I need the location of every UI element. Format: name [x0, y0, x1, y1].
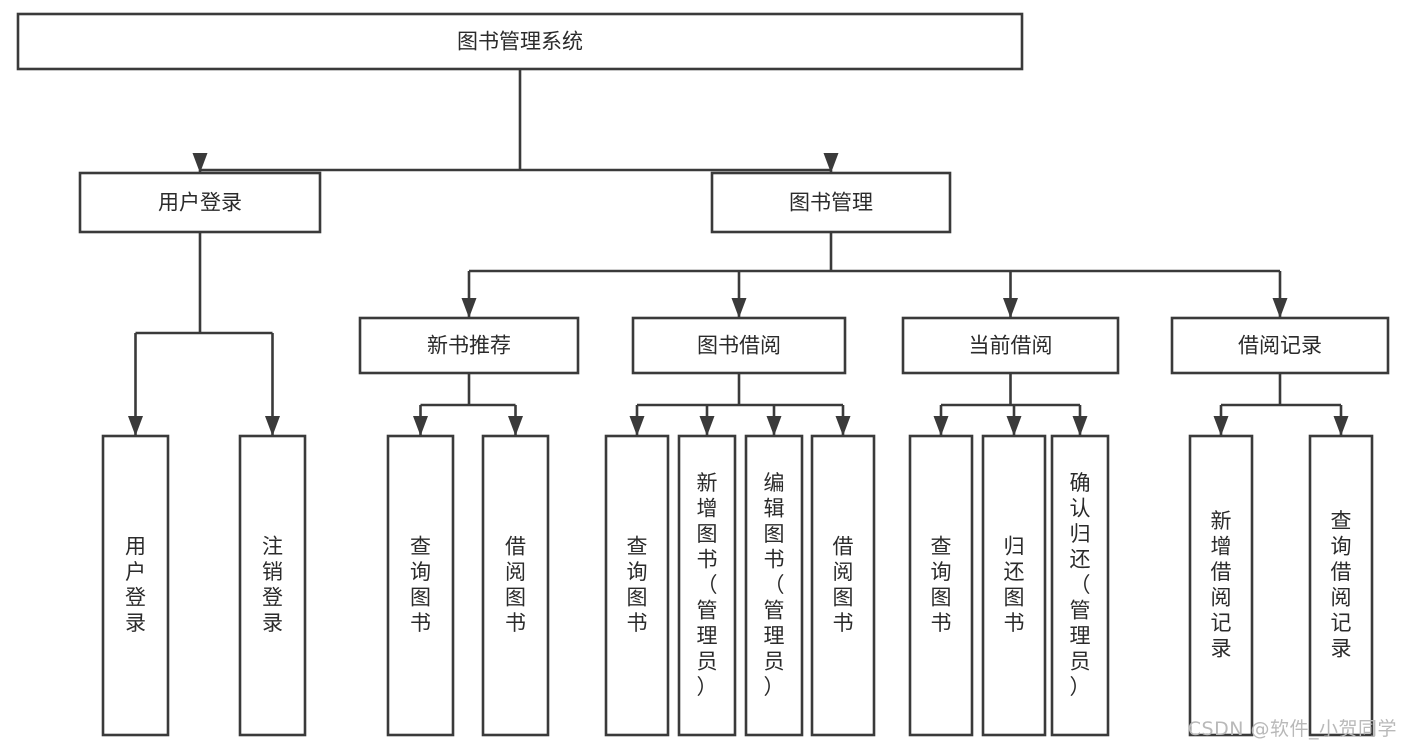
node-leaf-borrow-book[interactable]: 借阅图书 [810, 434, 876, 737]
node-label-root: 图书管理系统 [457, 30, 583, 54]
node-label-leaf-query-book-current: 查询图书 [931, 535, 952, 636]
node-box-leaf-logout[interactable] [238, 434, 307, 737]
node-leaf-edit-book[interactable]: 编辑图书（管理员） [744, 434, 804, 737]
node-label-leaf-add-book: 新增图书（管理员） [697, 471, 718, 699]
node-leaf-add-borrow-record[interactable]: 新增借阅记录 [1188, 434, 1254, 737]
node-label-leaf-borrow-book-recommend: 借阅图书 [505, 535, 526, 636]
node-label-leaf-logout: 注销登录 [262, 535, 283, 636]
node-box-leaf-add-borrow-record[interactable] [1188, 434, 1254, 737]
node-label-leaf-borrow-book: 借阅图书 [833, 535, 854, 636]
node-label-user-login: 用户登录 [158, 191, 242, 215]
connector-lines-group [128, 69, 1349, 436]
node-label-book-borrow: 图书借阅 [697, 334, 781, 358]
arrow-head-icon [1006, 416, 1022, 436]
node-user-login[interactable]: 用户登录 [78, 171, 322, 234]
node-leaf-user-login[interactable]: 用户登录 [101, 434, 170, 737]
node-box-borrow-record[interactable] [1170, 316, 1390, 375]
node-leaf-query-borrow-record[interactable]: 查询借阅记录 [1308, 434, 1374, 737]
node-box-leaf-edit-book[interactable] [744, 434, 804, 737]
arrow-head-icon [461, 298, 477, 318]
node-label-borrow-record: 借阅记录 [1238, 334, 1322, 358]
node-boxes-group: 图书管理系统用户登录图书管理新书推荐图书借阅当前借阅借阅记录用户登录注销登录查询… [16, 12, 1390, 737]
arrow-head-icon [731, 298, 747, 318]
arrow-head-icon [766, 416, 782, 436]
arrow-head-icon [508, 416, 523, 436]
node-book-borrow[interactable]: 图书借阅 [631, 316, 847, 375]
node-book-manage[interactable]: 图书管理 [710, 171, 952, 234]
arrow-head-icon [1072, 416, 1088, 436]
node-label-current-borrow: 当前借阅 [969, 334, 1053, 358]
node-box-leaf-borrow-book[interactable] [810, 434, 876, 737]
arrow-head-icon [192, 153, 208, 173]
node-box-user-login[interactable] [78, 171, 322, 234]
node-label-leaf-confirm-return: 确认归还（管理员） [1070, 471, 1091, 699]
node-leaf-borrow-book-recommend[interactable]: 借阅图书 [481, 434, 550, 737]
arrow-head-icon [629, 416, 645, 436]
node-box-leaf-add-book[interactable] [677, 434, 737, 737]
node-label-leaf-user-login: 用户登录 [125, 535, 146, 636]
node-box-book-borrow[interactable] [631, 316, 847, 375]
node-label-leaf-query-book-borrow: 查询图书 [627, 535, 648, 636]
node-label-leaf-return-book: 归还图书 [1004, 535, 1025, 636]
node-leaf-logout[interactable]: 注销登录 [238, 434, 307, 737]
arrow-head-icon [933, 416, 949, 436]
node-box-leaf-borrow-book-recommend[interactable] [481, 434, 550, 737]
node-box-leaf-return-book[interactable] [981, 434, 1047, 737]
node-leaf-query-book-recommend[interactable]: 查询图书 [386, 434, 455, 737]
node-box-leaf-confirm-return[interactable] [1050, 434, 1110, 737]
node-label-leaf-query-book-recommend: 查询图书 [410, 535, 431, 636]
arrow-head-icon [823, 153, 839, 173]
node-box-leaf-query-book-current[interactable] [908, 434, 974, 737]
arrow-head-icon [128, 416, 143, 436]
node-leaf-query-book-current[interactable]: 查询图书 [908, 434, 974, 737]
node-leaf-query-book-borrow[interactable]: 查询图书 [604, 434, 670, 737]
node-leaf-return-book[interactable]: 归还图书 [981, 434, 1047, 737]
node-borrow-record[interactable]: 借阅记录 [1170, 316, 1390, 375]
arrow-head-icon [1003, 298, 1018, 318]
node-label-leaf-add-borrow-record: 新增借阅记录 [1211, 509, 1232, 661]
node-current-borrow[interactable]: 当前借阅 [901, 316, 1120, 375]
node-box-leaf-query-borrow-record[interactable] [1308, 434, 1374, 737]
node-box-current-borrow[interactable] [901, 316, 1120, 375]
node-label-leaf-query-borrow-record: 查询借阅记录 [1331, 509, 1352, 661]
arrow-head-icon [1333, 416, 1349, 436]
node-root[interactable]: 图书管理系统 [16, 12, 1024, 71]
node-label-leaf-edit-book: 编辑图书（管理员） [764, 471, 785, 699]
arrow-head-icon [265, 416, 280, 436]
arrow-head-icon [1213, 416, 1229, 436]
arrow-head-icon [413, 416, 428, 436]
node-box-book-manage[interactable] [710, 171, 952, 234]
node-leaf-add-book[interactable]: 新增图书（管理员） [677, 434, 737, 737]
arrow-head-icon [699, 416, 715, 436]
node-box-leaf-user-login[interactable] [101, 434, 170, 737]
node-box-leaf-query-book-borrow[interactable] [604, 434, 670, 737]
node-box-root[interactable] [16, 12, 1024, 71]
node-leaf-confirm-return[interactable]: 确认归还（管理员） [1050, 434, 1110, 737]
node-box-new-book-recommend[interactable] [358, 316, 580, 375]
node-label-new-book-recommend: 新书推荐 [427, 334, 511, 358]
node-label-book-manage: 图书管理 [789, 191, 873, 215]
node-box-leaf-query-book-recommend[interactable] [386, 434, 455, 737]
arrow-head-icon [835, 416, 851, 436]
node-new-book-recommend[interactable]: 新书推荐 [358, 316, 580, 375]
arrow-head-icon [1272, 298, 1288, 318]
